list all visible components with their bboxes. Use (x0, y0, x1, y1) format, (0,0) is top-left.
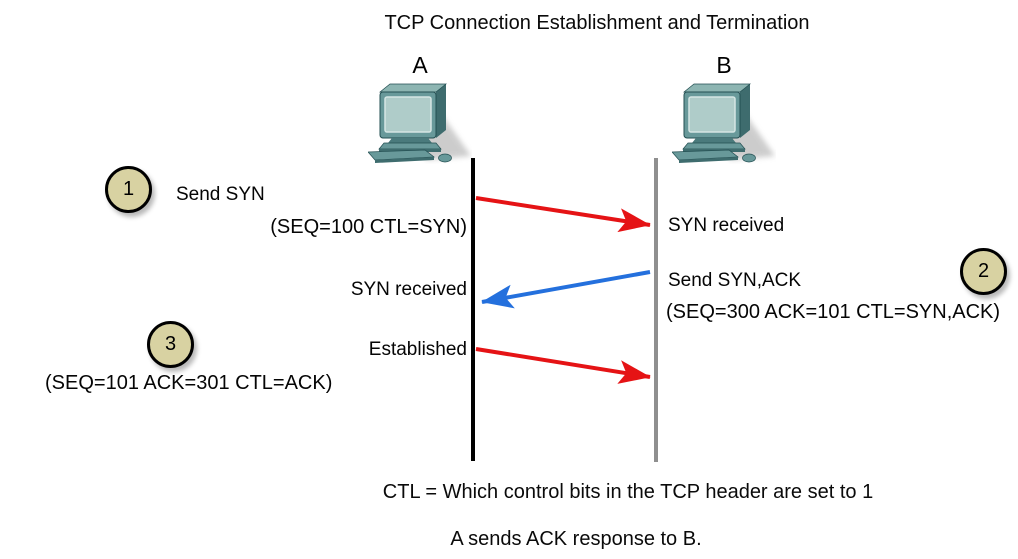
computer-icon (672, 83, 775, 163)
host-a-label: A (412, 52, 428, 78)
step-circle-1: 1 (105, 166, 152, 213)
send-syn-ack-label: Send SYN,ACK (668, 270, 802, 291)
ack-arrow (475, 347, 651, 384)
host-b-syn-received-label: SYN received (668, 215, 785, 236)
step-number: 2 (977, 260, 990, 282)
ack-response-footnote: A sends ACK response to B. (450, 528, 702, 550)
ctl-definition-footnote: CTL = Which control bits in the TCP head… (382, 481, 874, 503)
established-label: Established (368, 339, 467, 360)
syn-arrow (475, 196, 651, 233)
host-b: B (672, 52, 776, 164)
ack-params-label: (SEQ=101 ACK=301 CTL=ACK) (45, 372, 333, 394)
diagram-title: TCP Connection Establishment and Termina… (384, 12, 810, 34)
step-circle-3: 3 (147, 321, 194, 368)
host-b-label: B (716, 52, 732, 78)
computer-icon (368, 83, 471, 163)
step-number: 1 (122, 178, 135, 200)
lifeline-a (471, 158, 475, 461)
send-syn-label: Send SYN (176, 184, 265, 205)
lifeline-b (654, 158, 658, 462)
syn-ack-params-label: (SEQ=300 ACK=101 CTL=SYN,ACK) (666, 301, 1001, 323)
host-a-syn-received-label: SYN received (350, 279, 467, 300)
step-number: 3 (164, 333, 177, 355)
step-circle-2: 2 (960, 248, 1007, 295)
syn-params-label: (SEQ=100 CTL=SYN) (270, 216, 467, 238)
host-a: A (368, 52, 472, 164)
syn-ack-arrow (481, 270, 651, 309)
